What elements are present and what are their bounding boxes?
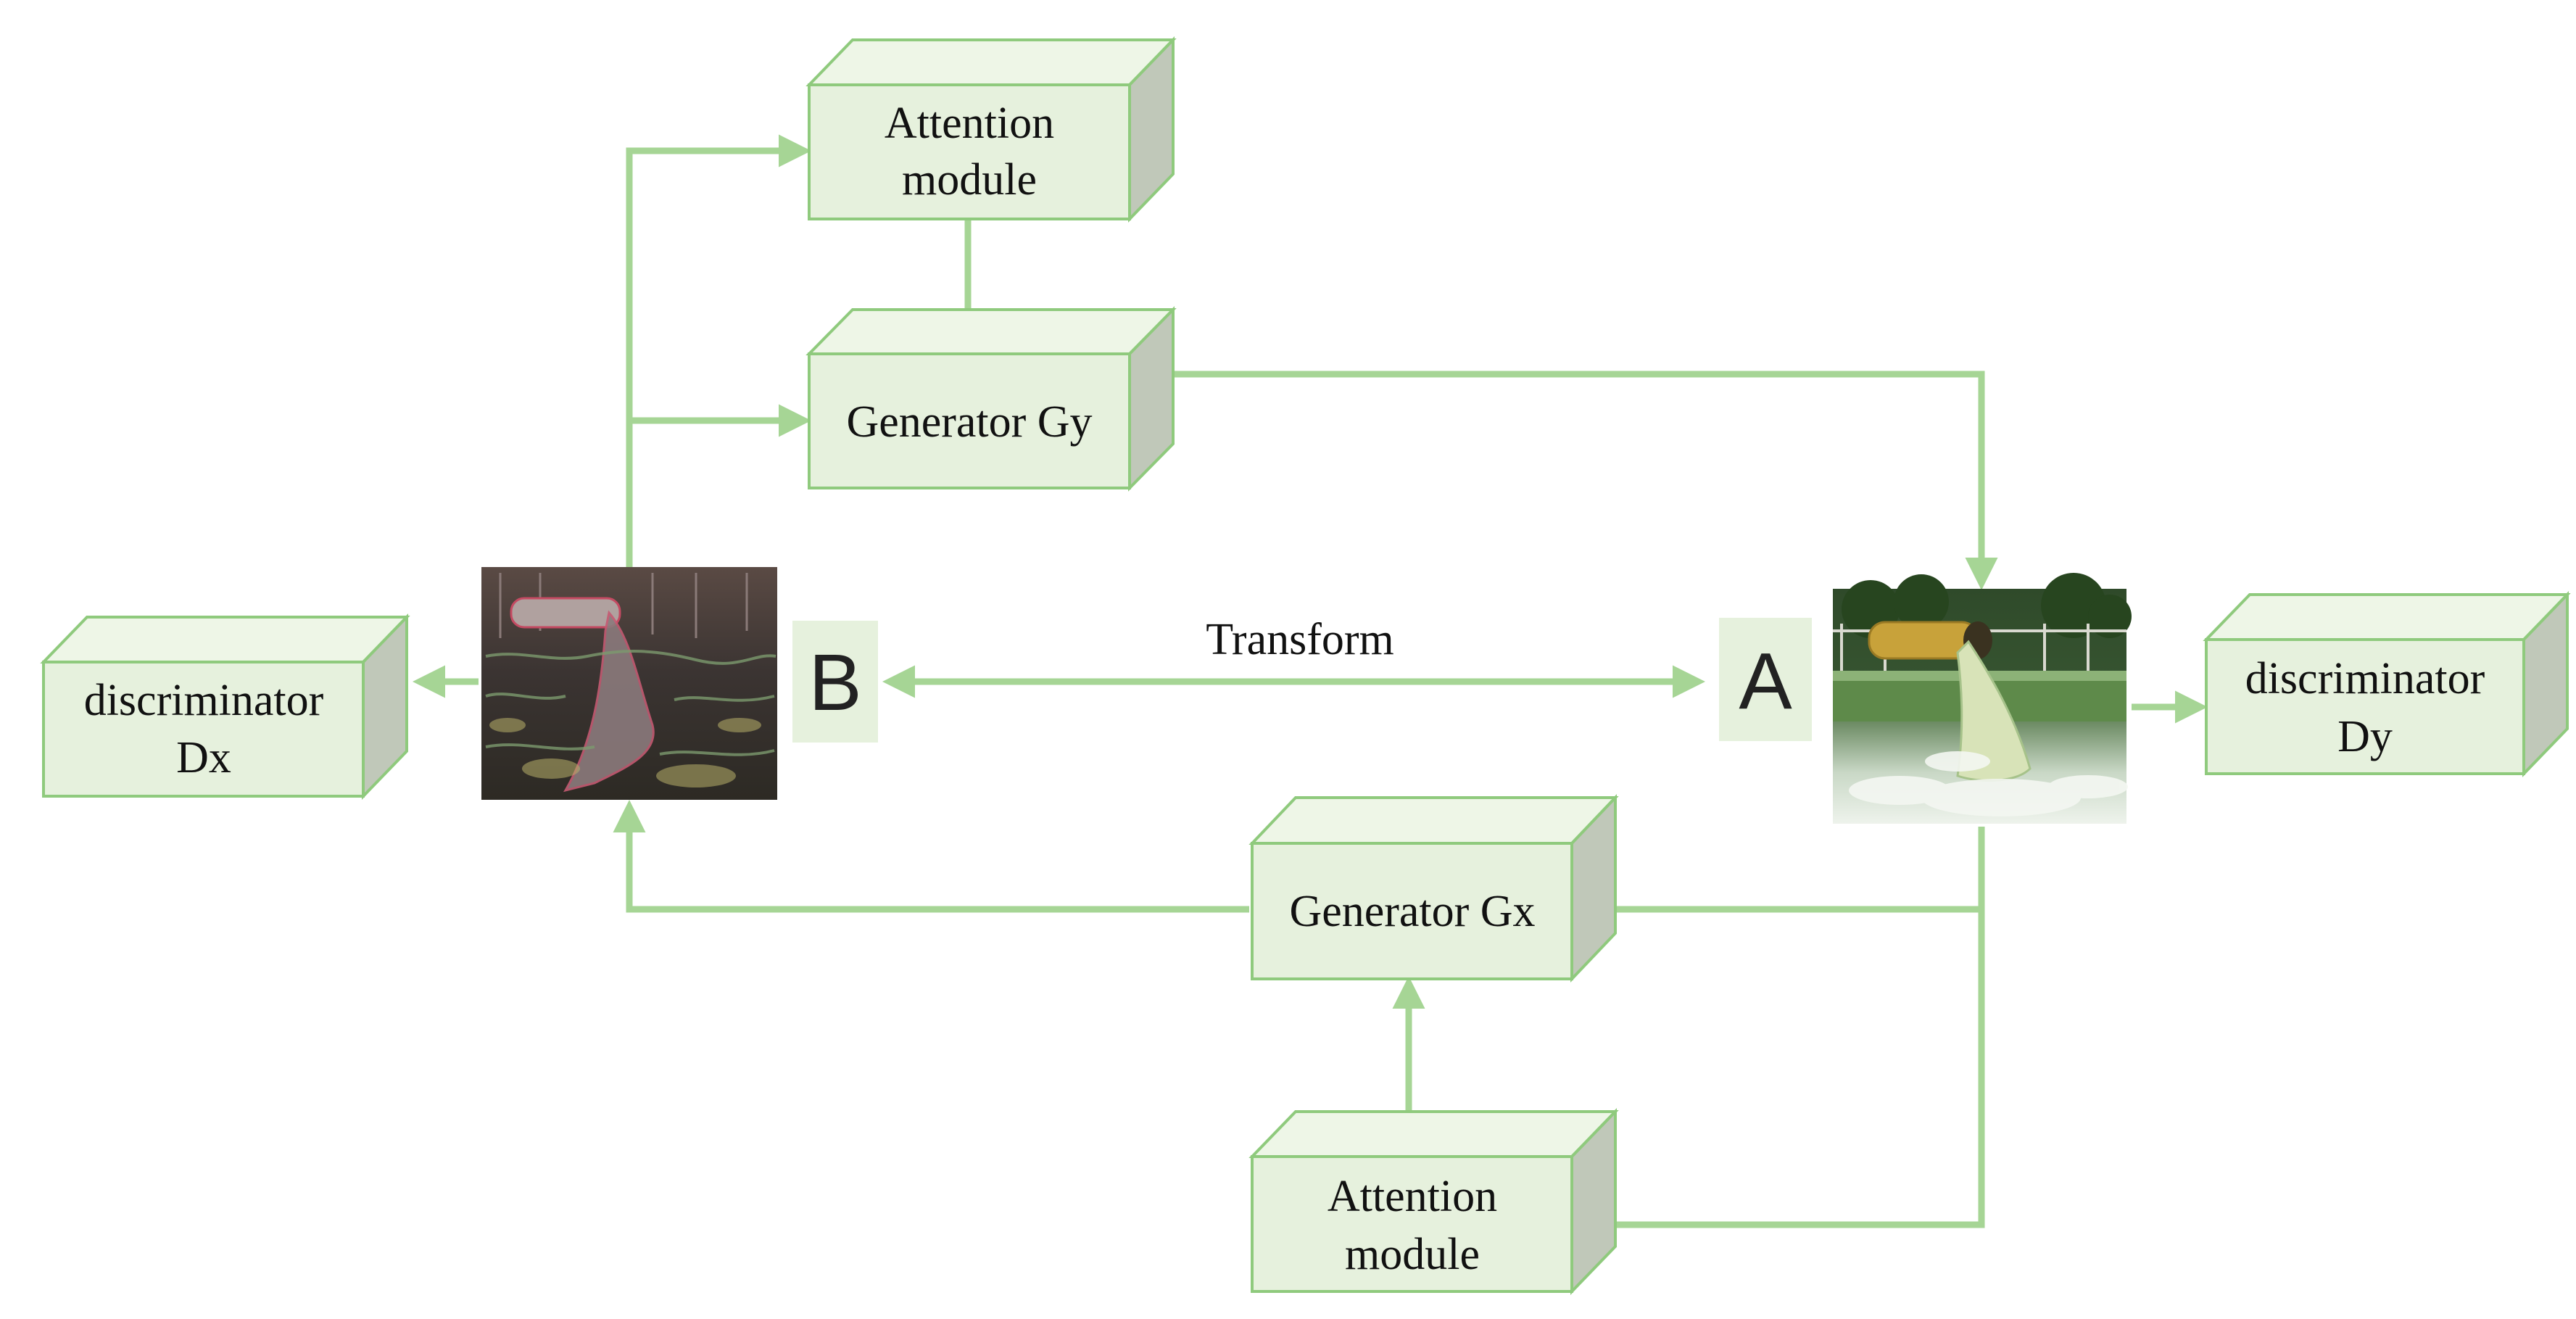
connector-gx-to-image-b (613, 800, 1249, 913)
image-a (1833, 573, 2132, 824)
discriminator-dy-label-line2: Dy (2337, 712, 2393, 761)
marker-b: B (792, 621, 878, 743)
discriminator-dx: discriminator Dx (40, 613, 410, 800)
transform-label: Transform (1206, 615, 1394, 664)
marker-a: A (1719, 618, 1812, 741)
attention-top-label-line2: module (902, 155, 1037, 204)
attention-bottom-label-line1: Attention (1328, 1172, 1497, 1221)
marker-a-label: A (1739, 637, 1792, 726)
attention-bottom-label-line2: module (1345, 1230, 1480, 1279)
discriminator-dx-label-line1: discriminator (84, 676, 324, 725)
generator-gy-label: Generator Gy (846, 397, 1092, 447)
connector-a-to-gx (1574, 827, 1985, 926)
attention-module-top: Attention module (805, 36, 1177, 223)
image-b (481, 567, 777, 800)
discriminator-dy: discriminator Dy (2203, 591, 2571, 777)
marker-b-label: B (808, 638, 861, 727)
attention-top-label-line1: Attention (885, 99, 1054, 148)
attention-module-bottom: Attention module (1248, 1108, 1619, 1295)
generator-gx: Generator Gx (1248, 794, 1619, 983)
generator-gy: Generator Gy (805, 306, 1177, 492)
generator-gx-label: Generator Gx (1289, 887, 1535, 936)
connectors (413, 134, 2208, 1241)
connector-b-to-attention-top (626, 134, 811, 569)
connector-a-to-attention-bottom (1574, 906, 1985, 1241)
connector-gy-to-image-a (1173, 371, 1998, 590)
discriminator-dy-label-line1: discriminator (2245, 654, 2485, 703)
discriminator-dx-label-line2: Dx (176, 733, 231, 782)
